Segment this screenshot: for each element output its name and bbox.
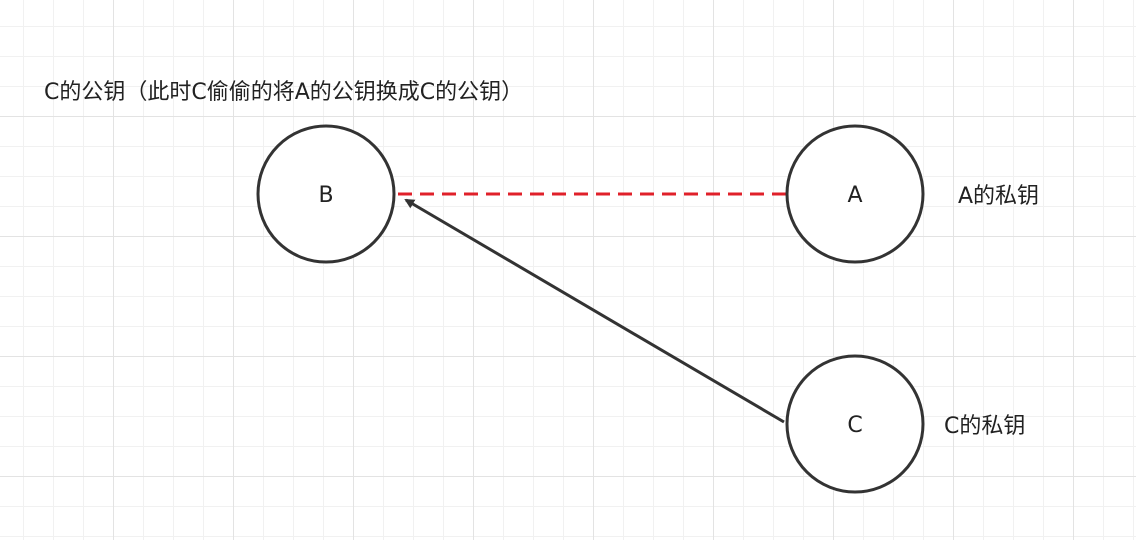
node-c-label: C bbox=[847, 413, 862, 438]
arrow-c-to-b bbox=[404, 198, 785, 424]
node-c[interactable]: C bbox=[785, 354, 925, 494]
node-b[interactable]: B bbox=[256, 124, 396, 264]
node-a-label: A bbox=[847, 183, 862, 208]
node-c-circle bbox=[785, 354, 925, 494]
node-b-circle bbox=[256, 124, 396, 264]
node-b-label: B bbox=[318, 183, 333, 208]
c-private-key-caption: C的私钥 bbox=[944, 414, 1025, 439]
top-caption: C的公钥（此时C偷偷的将A的公钥换成C的公钥） bbox=[44, 80, 523, 105]
node-a-circle bbox=[785, 124, 925, 264]
node-a[interactable]: A bbox=[785, 124, 925, 264]
a-private-key-caption: A的私钥 bbox=[958, 184, 1039, 209]
